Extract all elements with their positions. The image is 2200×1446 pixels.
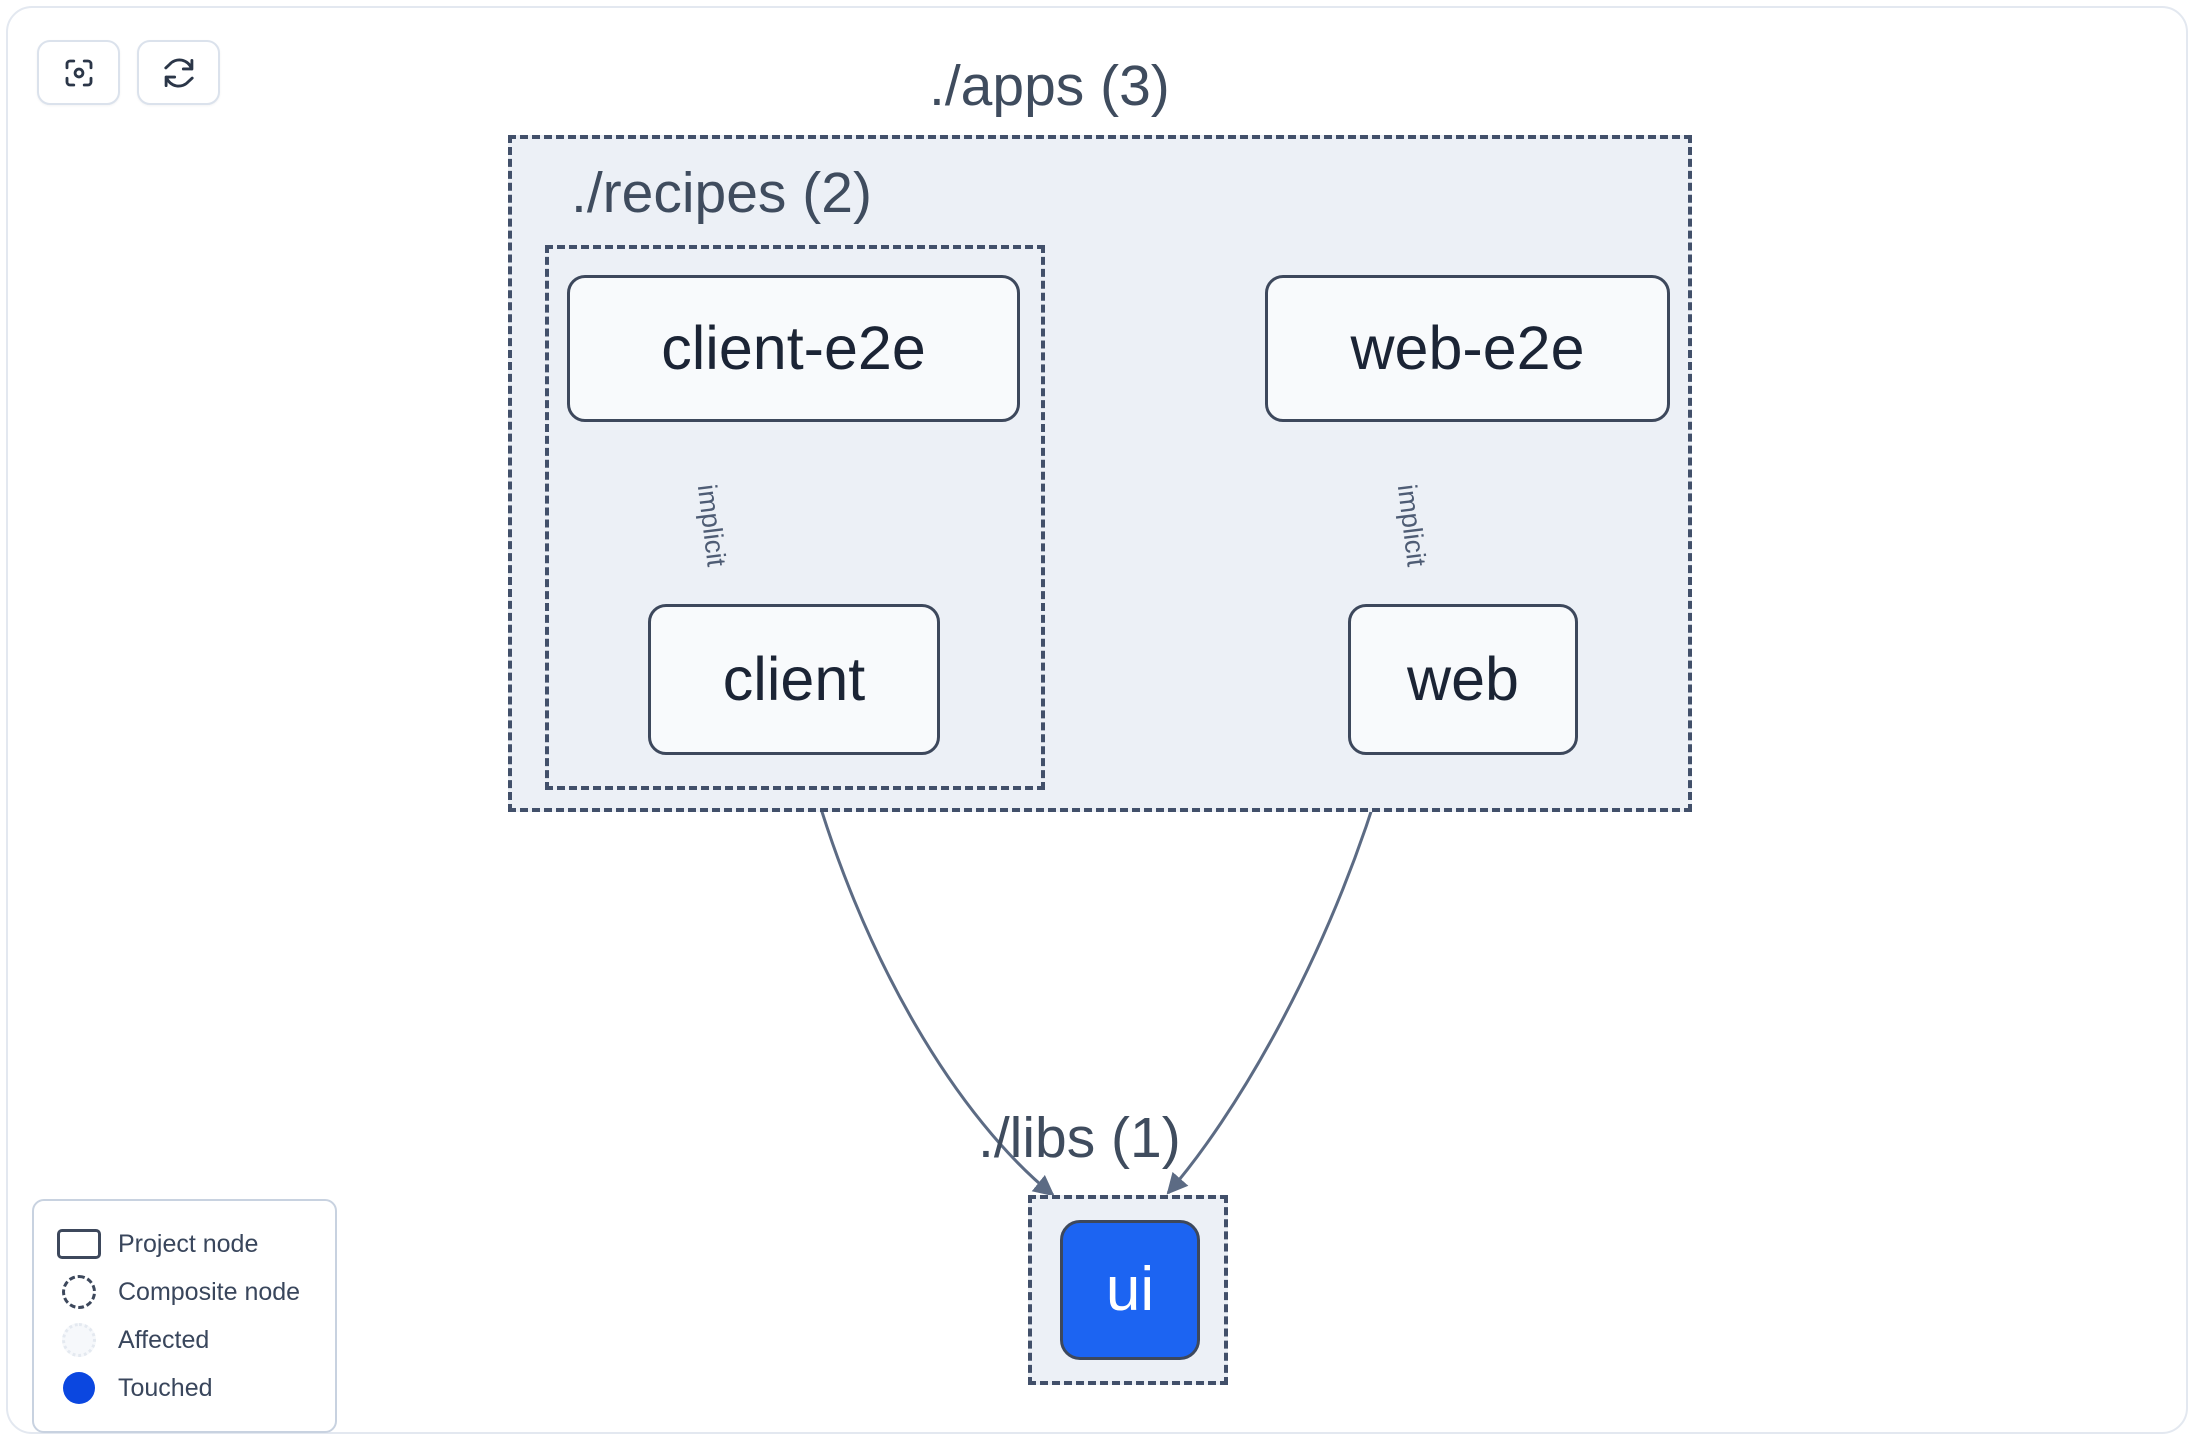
refresh-icon (161, 55, 197, 91)
legend-item-affected: Affected (56, 1316, 315, 1364)
legend-item-composite-node: Composite node (56, 1268, 315, 1316)
legend-item-project-node: Project node (56, 1220, 315, 1268)
focus-graph-button[interactable] (37, 40, 120, 105)
legend-label-touched: Touched (118, 1373, 213, 1402)
legend-label-project-node: Project node (118, 1229, 259, 1258)
graph-toolbar (37, 40, 220, 105)
focus-icon (61, 55, 97, 91)
group-label-apps: ./apps (3) (929, 54, 1170, 118)
project-node-client[interactable]: client (648, 604, 940, 755)
graph-legend: Project node Composite node Affected Tou… (32, 1199, 337, 1433)
composite-node-swatch (56, 1275, 102, 1309)
edge-web-to-ui (1166, 756, 1390, 1195)
legend-item-touched: Touched (56, 1364, 315, 1412)
legend-label-affected: Affected (118, 1325, 210, 1354)
project-node-ui[interactable]: ui (1060, 1220, 1200, 1360)
project-node-web-e2e[interactable]: web-e2e (1265, 275, 1670, 422)
affected-swatch (56, 1323, 102, 1357)
touched-swatch (56, 1372, 102, 1404)
group-label-recipes: ./recipes (2) (571, 161, 872, 225)
project-node-swatch (56, 1229, 102, 1259)
edge-client-to-ui (804, 756, 1055, 1197)
legend-label-composite-node: Composite node (118, 1277, 301, 1306)
project-node-client-e2e[interactable]: client-e2e (567, 275, 1020, 422)
refresh-graph-button[interactable] (137, 40, 220, 105)
group-label-libs: ./libs (1) (978, 1106, 1181, 1170)
project-node-web[interactable]: web (1348, 604, 1578, 755)
